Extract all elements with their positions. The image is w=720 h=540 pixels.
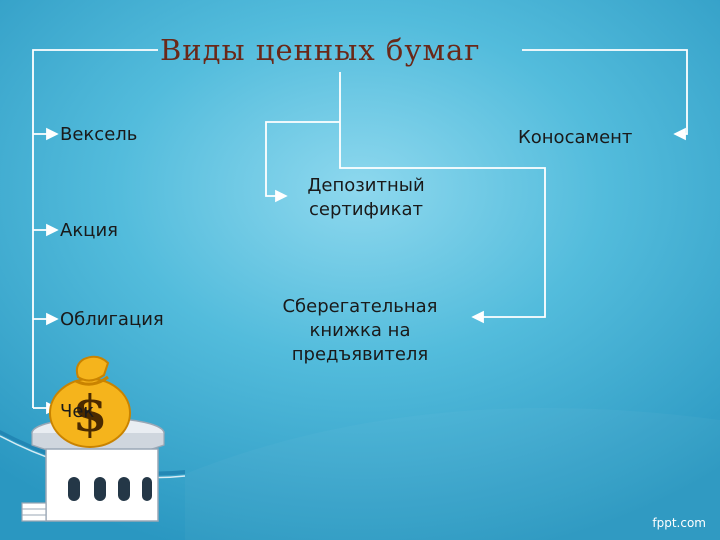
node-sber-line-2: книжка на xyxy=(309,320,411,341)
node-sberegatelnaya-knizhka: Сберегательная книжка на предъявителя xyxy=(248,295,472,367)
money-bag-icon: $ xyxy=(49,355,131,448)
node-veksel: Вексель xyxy=(60,124,138,145)
node-akciya: Акция xyxy=(60,220,118,241)
diagram-title: Виды ценных бумаг xyxy=(160,33,481,67)
connector-depozit xyxy=(265,121,340,203)
node-konosament: Коносамент xyxy=(518,127,633,148)
node-depozitnyj-sertifikat: Депозитный сертификат xyxy=(280,174,452,222)
footer-brand: fppt.com xyxy=(652,516,706,530)
connector-title-right xyxy=(522,49,688,141)
node-sber-line-3: предъявителя xyxy=(291,344,429,365)
node-depoz-line-1: Депозитный xyxy=(307,175,425,196)
node-obligaciya: Облигация xyxy=(60,309,164,330)
node-depoz-line-2: сертификат xyxy=(308,199,424,220)
connector-title-left xyxy=(32,49,158,408)
node-sber-line-1: Сберегательная xyxy=(282,296,438,317)
bank-building-icon: $ xyxy=(21,355,165,522)
svg-text:$: $ xyxy=(73,384,108,443)
node-chek: Чек xyxy=(60,401,95,422)
connector-center xyxy=(339,72,546,324)
